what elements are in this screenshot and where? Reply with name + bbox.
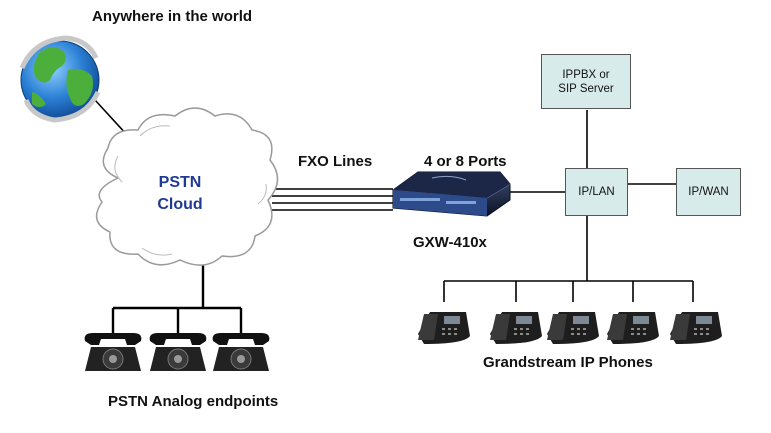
fxo-lines-label: FXO Lines [298, 153, 373, 170]
analog-endpoints-label: PSTN Analog endpoints [108, 393, 279, 410]
ippbx-line2: SIP Server [558, 82, 614, 95]
ip-wan-label: IP/WAN [688, 186, 729, 198]
ports-label: 4 or 8 Ports [424, 153, 507, 170]
pstn-cloud-line1: PSTN [158, 174, 202, 191]
rotary-phone-icon [212, 333, 270, 371]
ip-phone-icon [418, 312, 470, 344]
ip-wan-box: IP/WAN [676, 168, 741, 216]
ip-phone-icon [547, 312, 599, 344]
device-label: GXW-410x [413, 234, 487, 251]
rotary-phone-icon [84, 333, 142, 371]
ip-phone-icon [607, 312, 659, 344]
connection-lines [94, 99, 694, 334]
ip-lan-label: IP/LAN [578, 186, 615, 198]
globe-icon [19, 35, 101, 123]
ip-phones-label: Grandstream IP Phones [483, 354, 653, 371]
ip-phones [418, 312, 722, 344]
ippbx-box: IPPBX or SIP Server [541, 54, 631, 109]
ip-phone-icon [490, 312, 542, 344]
rotary-phone-icon [149, 333, 207, 371]
ippbx-line1: IPPBX or [562, 68, 610, 81]
cloud-icon [95, 107, 279, 266]
analog-phones [84, 333, 270, 371]
pstn-cloud-line2: Cloud [157, 196, 203, 213]
ip-phone-icon [670, 312, 722, 344]
gateway-device-icon [392, 171, 511, 217]
world-label: Anywhere in the world [92, 8, 253, 25]
ip-lan-box: IP/LAN [565, 168, 628, 216]
pstn-cloud-label: PSTN Cloud [130, 172, 230, 216]
